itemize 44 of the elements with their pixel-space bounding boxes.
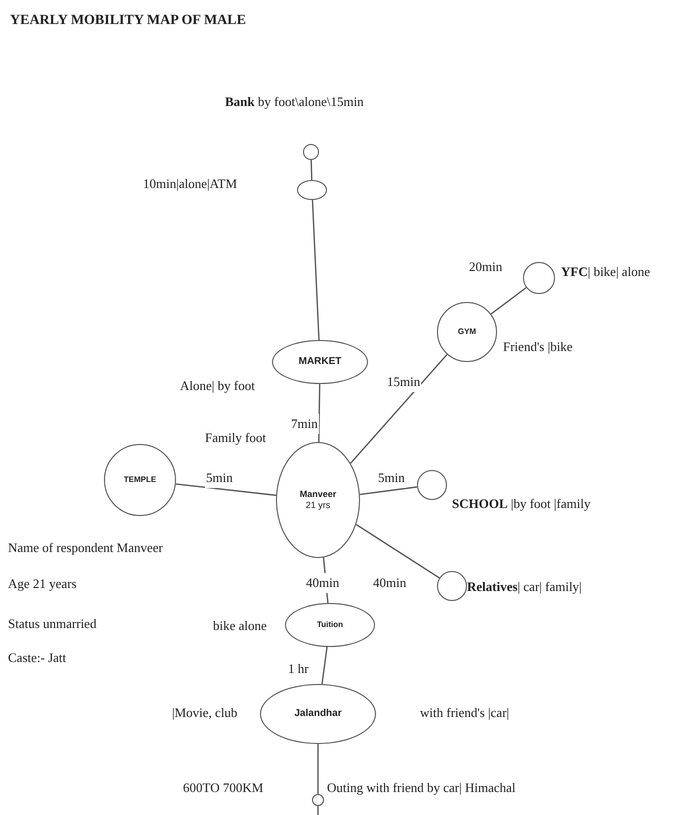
- place-name: TEMPLE: [124, 475, 156, 485]
- place-circle: [312, 794, 324, 806]
- place-name: MARKET: [298, 356, 342, 368]
- respondent-info: Name of respondent Manveer: [8, 539, 163, 557]
- connector-line: [360, 486, 418, 496]
- connector-line: [356, 524, 440, 578]
- travel-note: |Movie, club: [172, 704, 238, 722]
- connector-line: [310, 160, 312, 180]
- place-caption: SCHOOL |by foot |family: [452, 495, 590, 513]
- travel-note: Family foot: [205, 429, 266, 447]
- place-circle: [303, 144, 319, 160]
- travel-note: 10min|alone|ATM: [143, 175, 238, 193]
- place-circle: [437, 571, 467, 601]
- respondent-info: Caste:- Jatt: [8, 649, 66, 667]
- place-name: Manveer: [300, 488, 336, 500]
- travel-note: 600TO 700KM: [183, 779, 264, 797]
- place-caption: Friend's |bike: [503, 338, 573, 356]
- place-ellipse: [437, 302, 497, 362]
- connector-line: [318, 384, 320, 442]
- place-circle: [417, 470, 447, 500]
- connector-line: [321, 646, 328, 684]
- place-caption: YFC| bike| alone: [561, 263, 650, 281]
- place-circle: [297, 180, 327, 200]
- respondent-info: Status unmarried: [8, 615, 96, 633]
- respondent-info: Age 21 years: [8, 575, 77, 593]
- place-circle: [523, 262, 555, 294]
- place-caption: Outing with friend by car| Himachal: [327, 779, 516, 797]
- place-name: GYM: [458, 327, 476, 337]
- place-caption: Relatives| car| family|: [467, 578, 582, 596]
- connector-line: [490, 287, 527, 315]
- travel-note: Alone| by foot: [180, 377, 255, 395]
- place-name: Tuition: [316, 620, 344, 630]
- place-name: Jalandhar: [294, 708, 342, 720]
- connector-line: [312, 200, 320, 340]
- place-note: 21 yrs: [306, 500, 330, 512]
- title: YEARLY MOBILITY MAP OF MALE: [10, 12, 246, 30]
- edge-label: 40min: [305, 573, 340, 592]
- place-caption: Bank by foot\alone\15min: [225, 93, 364, 111]
- connector-line: [176, 483, 276, 496]
- connector-line: [317, 744, 319, 794]
- travel-note: with friend's |car|: [420, 704, 510, 722]
- connector-line: [350, 354, 448, 464]
- travel-note: bike alone: [213, 617, 267, 635]
- travel-note: 20min: [469, 258, 502, 276]
